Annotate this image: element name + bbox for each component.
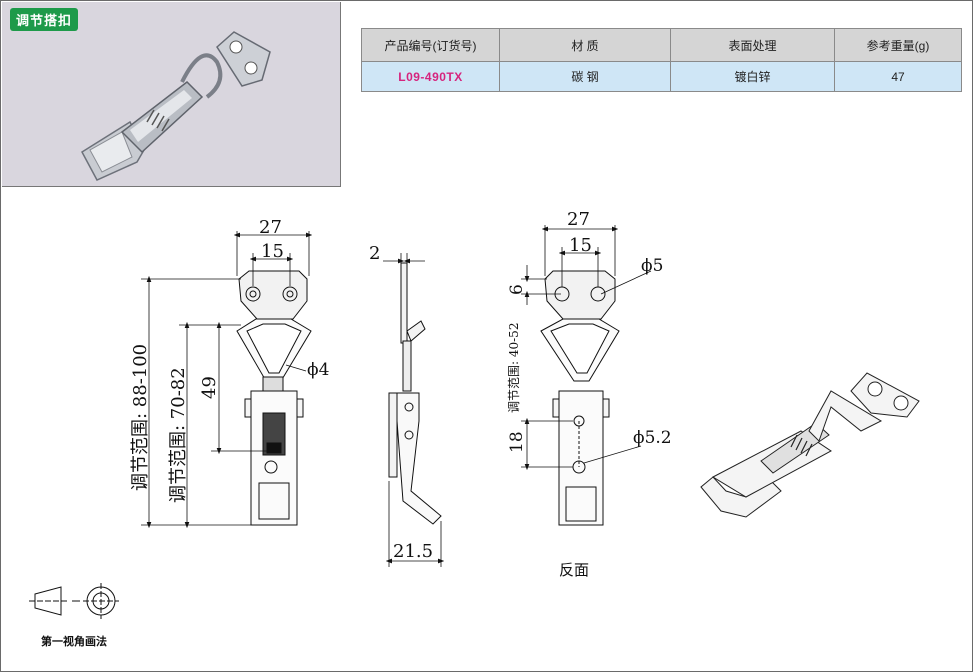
dim-15: 15 — [261, 241, 284, 262]
back-dim-6: 6 — [507, 284, 527, 295]
cell-finish: 镀白锌 — [670, 61, 835, 92]
back-dim-dia-5-2: ϕ5.2 — [633, 428, 672, 448]
dim-dia-4: ϕ4 — [307, 360, 329, 380]
back-dim-27: 27 — [567, 209, 590, 230]
header-finish: 表面处理 — [670, 28, 835, 62]
projection-method-label: 第一视角画法 — [41, 636, 107, 648]
dim-21-5: 21.5 — [393, 541, 433, 562]
back-dim-range-40-52: 调节范围: 40-52 — [507, 323, 521, 413]
dim-27: 27 — [259, 217, 282, 238]
back-view — [540, 270, 620, 526]
cell-code: L09-490TX — [361, 61, 500, 92]
first-angle-projection-symbol — [29, 583, 119, 619]
isometric-view — [700, 372, 920, 518]
front-view — [236, 270, 312, 526]
spec-table: 产品编号(订货号) 材 质 表面处理 参考重量(g) L09-490TX 碳 钢… — [361, 28, 962, 92]
product-photo-panel: 调节搭扣 — [2, 2, 341, 187]
back-dim-18: 18 — [507, 431, 527, 453]
product-category-badge: 调节搭扣 — [10, 8, 79, 31]
dim-49: 49 — [199, 376, 220, 399]
spec-header-row: 产品编号(订货号) 材 质 表面处理 参考重量(g) — [361, 28, 962, 62]
technical-drawing: 27 15 ϕ4 调节范围: 88-100 调节范围: 70-82 49 2 2… — [29, 209, 920, 619]
spec-data-row: L09-490TX 碳 钢 镀白锌 47 — [361, 61, 962, 92]
header-material: 材 质 — [499, 28, 671, 62]
product-photo — [81, 31, 271, 181]
side-view — [388, 262, 442, 525]
dim-range-70-82: 调节范围: 70-82 — [168, 367, 189, 503]
dim-range-88-100: 调节范围: 88-100 — [130, 344, 151, 491]
back-dim-15: 15 — [569, 235, 592, 256]
cell-weight: 47 — [834, 61, 962, 92]
cell-material: 碳 钢 — [499, 61, 671, 92]
back-view-label: 反面 — [559, 562, 590, 579]
back-dim-dia-5: ϕ5 — [641, 256, 663, 276]
header-weight: 参考重量(g) — [834, 28, 962, 62]
header-code: 产品编号(订货号) — [361, 28, 500, 62]
dim-thickness-2: 2 — [369, 243, 380, 264]
